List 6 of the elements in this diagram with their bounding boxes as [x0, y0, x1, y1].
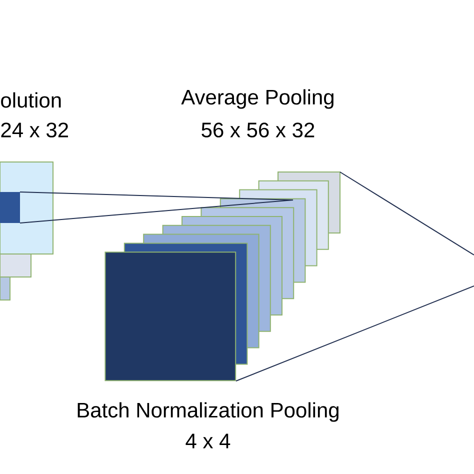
layer-label: 4 x 4 — [186, 434, 230, 448]
layer-label: 24 x 32 — [1, 122, 68, 138]
layer-label: olution — [1, 92, 61, 108]
layer-label: 56 x 56 x 32 — [202, 122, 314, 138]
layer-label: Average Pooling — [181, 89, 334, 109]
layer-label: Batch Normalization Pooling — [78, 402, 338, 422]
